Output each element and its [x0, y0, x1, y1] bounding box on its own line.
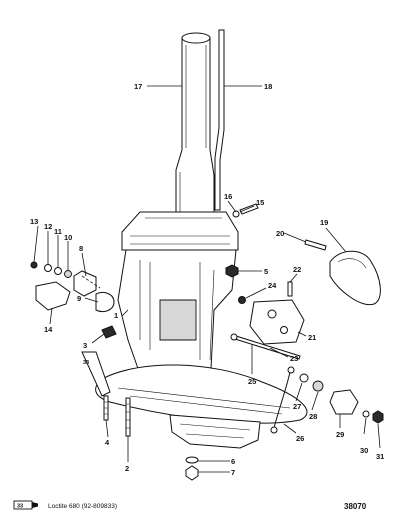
hardware	[81, 203, 384, 481]
callout-13: 13	[30, 217, 38, 226]
legend: 33 Loctite 680 (92-809833)	[13, 500, 117, 510]
driveshaft-housing	[95, 211, 308, 449]
callout-2: 2	[125, 464, 129, 473]
callout-21: 21	[308, 333, 316, 342]
callout-10: 10	[64, 233, 72, 242]
shift-linkage-parts	[30, 261, 115, 313]
callout-8: 8	[79, 244, 83, 253]
legend-symbol-number: 33	[17, 504, 23, 510]
callout-27: 27	[293, 402, 301, 411]
callout-9: 9	[77, 294, 81, 303]
figure-number: 38070	[344, 502, 367, 511]
callout-1: 1	[114, 311, 118, 320]
callout-14: 14	[44, 325, 53, 334]
sealant-tube-icon: 33	[13, 500, 38, 510]
callout-15: 15	[256, 198, 264, 207]
callout-18: 18	[264, 82, 272, 91]
callout-7: 7	[231, 468, 235, 477]
sealant-tag-33: 33	[83, 360, 89, 366]
callout-labels: 1 2 3 4 5 6 7 8 9 10 11 12 13 14 15 16 1…	[30, 82, 384, 477]
callout-29: 29	[336, 430, 344, 439]
callout-5: 5	[264, 267, 268, 276]
callout-26: 26	[296, 434, 304, 443]
callout-6: 6	[231, 457, 235, 466]
callout-19: 19	[320, 218, 328, 227]
callout-24: 24	[268, 281, 277, 290]
callout-3: 3	[83, 341, 87, 350]
legend-description: Loctite 680 (92-809833)	[48, 503, 117, 510]
callout-17: 17	[134, 82, 142, 91]
callout-31: 31	[376, 452, 384, 461]
callout-23: 23	[290, 354, 298, 363]
callout-28: 28	[309, 412, 317, 421]
callout-11: 11	[54, 227, 62, 236]
callout-12: 12	[44, 222, 52, 231]
water-tube	[214, 29, 225, 211]
callout-30: 30	[360, 446, 368, 455]
leader-lines	[33, 85, 381, 473]
callout-20: 20	[276, 229, 284, 238]
side-cover	[249, 299, 305, 345]
callout-16: 16	[224, 192, 232, 201]
callout-4: 4	[105, 438, 110, 447]
callout-25: 25	[248, 377, 256, 386]
trim-tab-cover	[329, 250, 381, 306]
callout-22: 22	[293, 265, 301, 274]
